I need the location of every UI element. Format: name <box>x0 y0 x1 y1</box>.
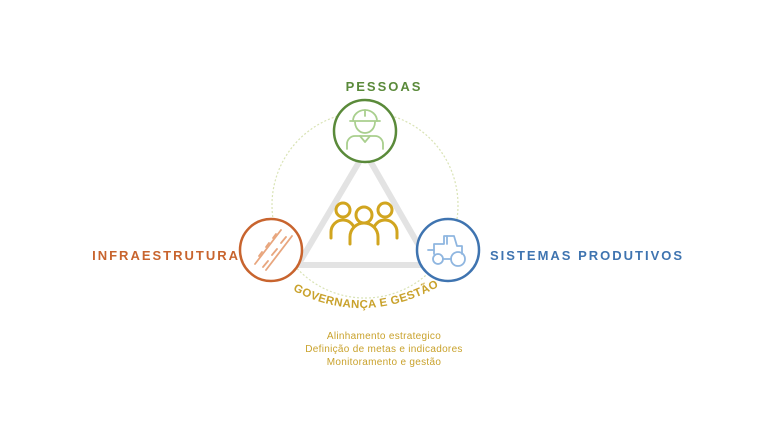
pessoas-label: PESSOAS <box>345 79 423 94</box>
governance-item: Monitoramento e gestão <box>326 357 442 368</box>
people-group-icon <box>329 201 399 246</box>
triangle-connector <box>295 149 433 268</box>
governance-item: Alinhamento estrategico <box>326 331 442 342</box>
sistemas-node <box>415 217 481 283</box>
road-icon <box>254 229 293 271</box>
governance-item: Definição de metas e indicadores <box>305 344 463 355</box>
tractor-icon <box>427 235 466 267</box>
pessoas-node <box>332 98 398 164</box>
worker-helmet-icon <box>346 109 384 150</box>
governance-title: GOVERNANÇA E GESTÃO <box>291 278 440 311</box>
governance-items: Alinhamento estrategico Definição de met… <box>305 330 462 369</box>
infraestrutura-node <box>238 217 304 283</box>
infraestrutura-label: INFRAESTRUTURA <box>92 248 240 263</box>
sistemas-produtivos-label: SISTEMAS PRODUTIVOS <box>490 248 685 263</box>
